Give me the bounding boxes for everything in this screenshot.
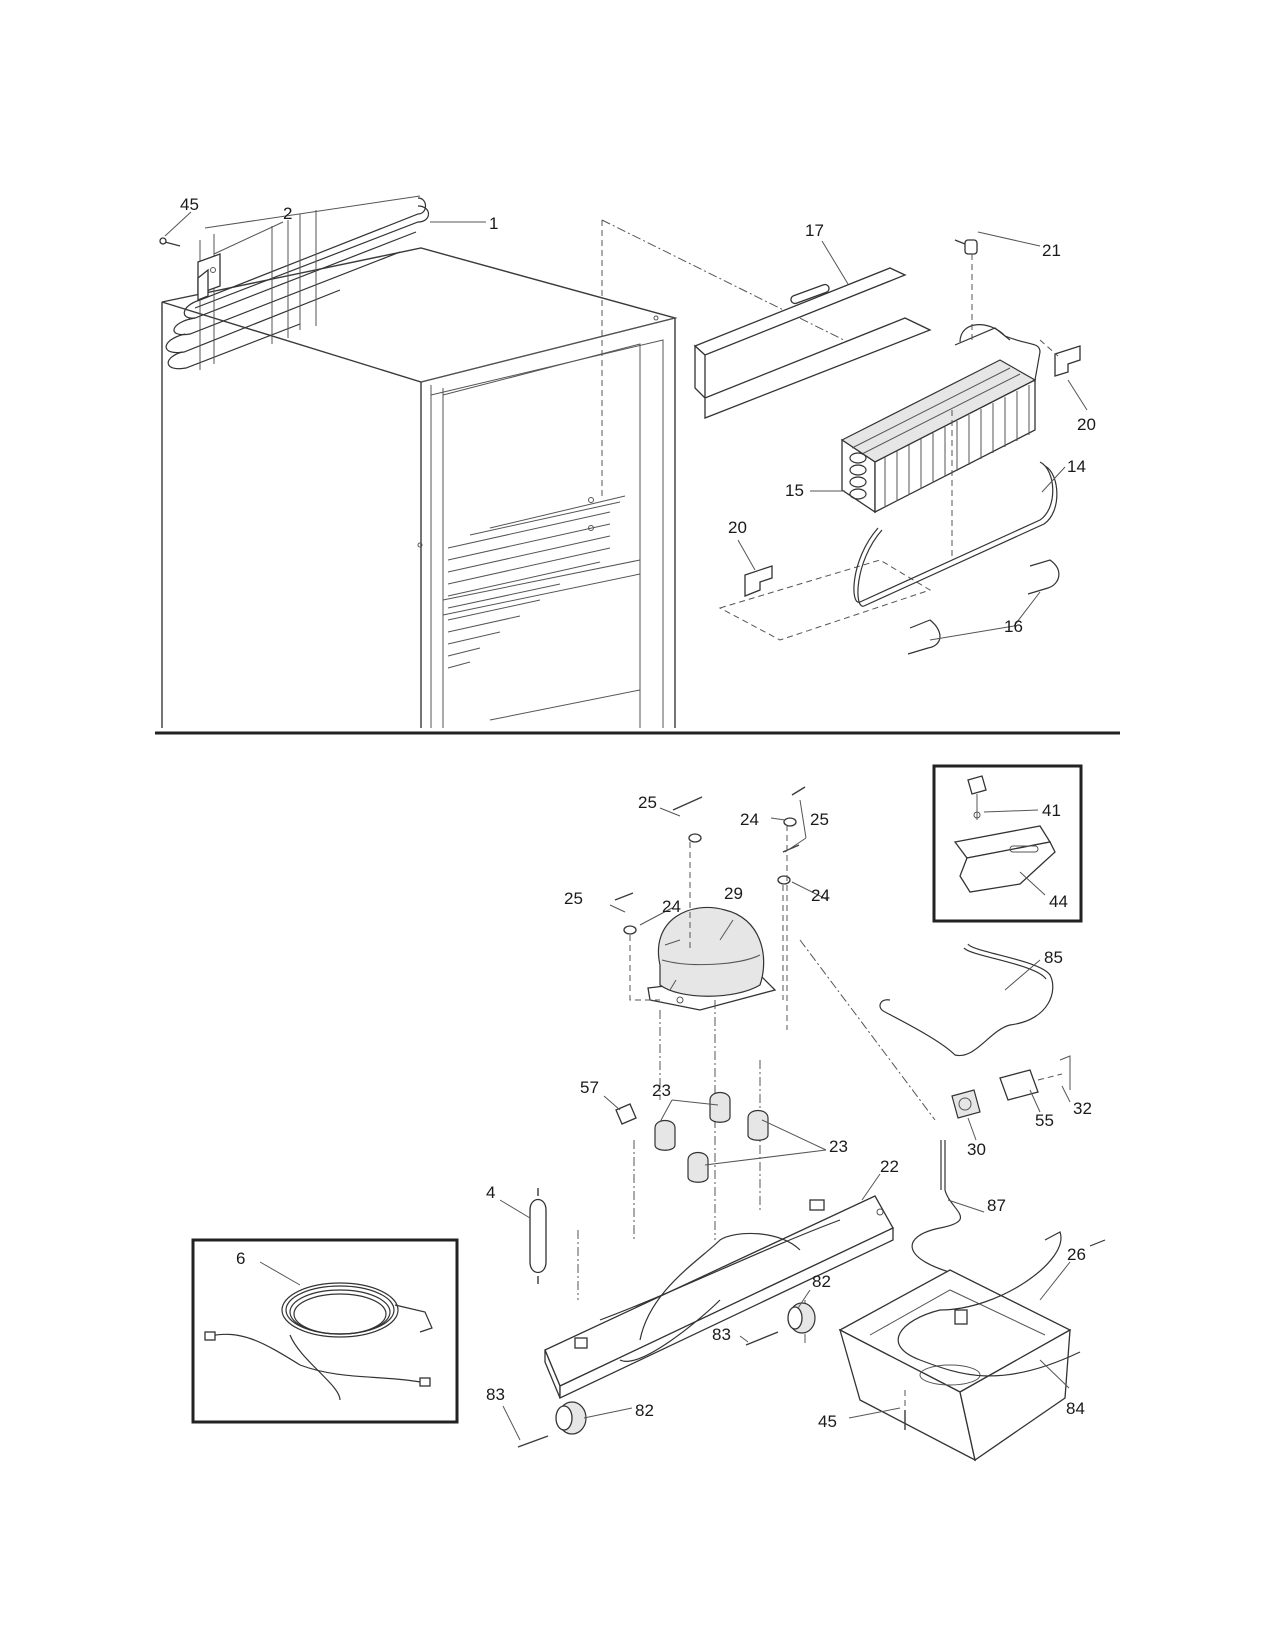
callout-label: 84 — [1066, 1399, 1085, 1418]
callout-label: 4 — [486, 1183, 495, 1202]
condensate-tube — [897, 1231, 1106, 1377]
callout-label: 15 — [785, 481, 804, 500]
compressor-base-plate — [544, 1195, 894, 1400]
callout-label: 24 — [740, 810, 759, 829]
reference-line — [799, 939, 936, 1121]
defrost-thermostat — [954, 239, 978, 340]
roller — [555, 1302, 816, 1435]
callout-label: 20 — [1077, 415, 1096, 434]
callout-label: 16 — [1004, 617, 1023, 636]
callout-label: 1 — [489, 214, 498, 233]
reference-line — [1039, 339, 1059, 357]
condenser-coil — [165, 195, 430, 370]
defrost-heater — [853, 410, 1058, 607]
drain-tube — [911, 1140, 962, 1276]
compressor — [629, 825, 788, 1030]
refrigerator-cabinet — [161, 247, 678, 728]
callout-label: 87 — [987, 1196, 1006, 1215]
callout-label: 21 — [1042, 241, 1061, 260]
screw — [159, 237, 181, 247]
callout-label: 26 — [1067, 1245, 1086, 1264]
compressor-stud-clips — [614, 786, 806, 935]
callout-label: 23 — [652, 1081, 671, 1100]
callout-label: 32 — [1073, 1099, 1092, 1118]
callout-label: 45 — [818, 1412, 837, 1431]
callout-label: 25 — [564, 889, 583, 908]
callout-label: 83 — [712, 1325, 731, 1344]
heater-clip — [907, 559, 1060, 655]
condenser-bracket — [197, 253, 221, 301]
callout-label: 41 — [1042, 801, 1061, 820]
callout-label: 30 — [967, 1140, 986, 1159]
reference-line — [601, 219, 861, 349]
start-relay — [951, 1089, 981, 1119]
evaporator-bracket — [1054, 345, 1081, 377]
callout-label: 25 — [810, 810, 829, 829]
callout-label: 55 — [1035, 1111, 1054, 1130]
evaporator-bracket — [744, 565, 773, 597]
evaporator — [840, 324, 1041, 514]
compressor-grommet — [654, 1091, 769, 1183]
callout-label: 24 — [811, 886, 830, 905]
callout-label: 85 — [1044, 948, 1063, 967]
callout-label: 14 — [1067, 457, 1086, 476]
callout-label: 22 — [880, 1157, 899, 1176]
callout-label: 25 — [638, 793, 657, 812]
callout-label: 44 — [1049, 892, 1068, 911]
clip — [615, 1103, 637, 1125]
callout-label: 45 — [180, 195, 199, 214]
relay-cover — [1059, 1055, 1071, 1090]
overload-protector — [999, 1069, 1063, 1101]
callout-label: 29 — [724, 884, 743, 903]
filter-drier — [529, 1188, 547, 1284]
suction-tube — [879, 943, 1054, 1057]
inset-box-power-cord — [191, 1238, 459, 1424]
callout-label: 17 — [805, 221, 824, 240]
callout-label: 6 — [236, 1249, 245, 1268]
roller-screw — [517, 1331, 779, 1448]
callout-label: 23 — [829, 1137, 848, 1156]
callout-label: 2 — [283, 204, 292, 223]
drain-pan — [838, 1269, 1072, 1462]
callout-label: 20 — [728, 518, 747, 537]
evaporator-drain-trough — [693, 267, 932, 419]
callout-label: 83 — [486, 1385, 505, 1404]
callout-label: 82 — [635, 1401, 654, 1420]
callout-label: 82 — [812, 1272, 831, 1291]
reference-line — [718, 559, 932, 641]
leader-lines — [164, 211, 1088, 1441]
callout-label: 24 — [662, 897, 681, 916]
callout-label: 57 — [580, 1078, 599, 1097]
inset-box-bracket — [932, 764, 1083, 923]
